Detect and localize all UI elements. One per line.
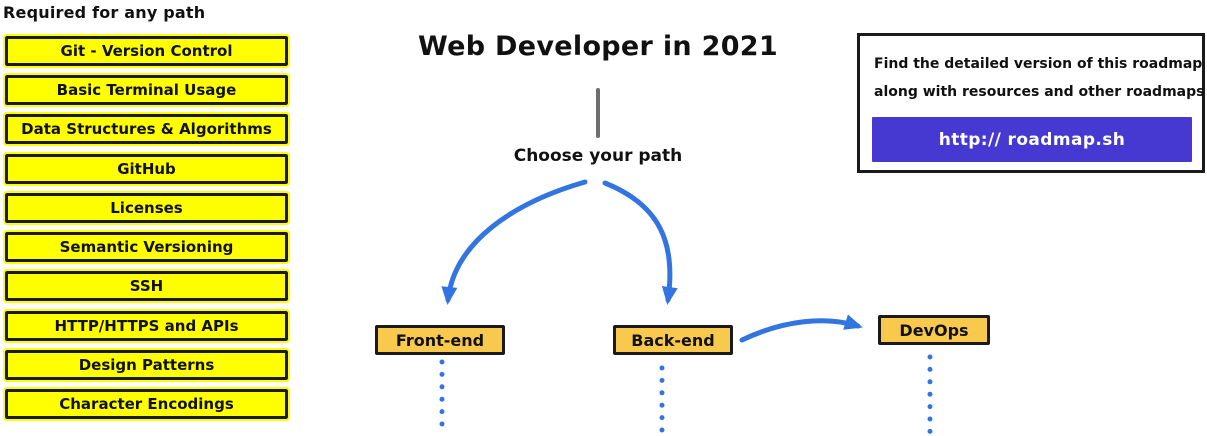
required-topic-data-structures[interactable]: Data Structures & Algorithms <box>3 112 290 146</box>
required-topic-semver[interactable]: Semantic Versioning <box>3 230 290 264</box>
required-topic-git[interactable]: Git - Version Control <box>3 34 290 68</box>
required-topic-terminal[interactable]: Basic Terminal Usage <box>3 73 290 107</box>
choose-your-path-label: Choose your path <box>513 146 683 166</box>
node-devops[interactable]: DevOps <box>878 315 990 345</box>
required-topic-ssh[interactable]: SSH <box>3 269 290 303</box>
required-topic-licenses[interactable]: Licenses <box>3 191 290 225</box>
roadmap-url-button[interactable]: http:// roadmap.sh <box>872 117 1192 162</box>
required-topic-character-encodings[interactable]: Character Encodings <box>3 387 290 421</box>
info-box: Find the detailed version of this roadma… <box>857 33 1205 173</box>
required-topic-http-apis[interactable]: HTTP/HTTPS and APIs <box>3 309 290 343</box>
node-frontend[interactable]: Front-end <box>375 325 505 355</box>
title-connector-line <box>596 88 600 138</box>
arrow-choose-to-frontend <box>441 179 588 305</box>
arrow-backend-to-devops <box>739 314 863 343</box>
required-topic-github[interactable]: GitHub <box>3 152 290 186</box>
required-path-heading: Required for any path <box>3 3 206 22</box>
arrow-choose-to-backend <box>602 180 678 305</box>
node-backend[interactable]: Back-end <box>613 325 733 355</box>
info-box-text: Find the detailed version of this roadma… <box>874 50 1204 106</box>
required-topic-design-patterns[interactable]: Design Patterns <box>3 348 290 382</box>
info-line-2: along with resources and other roadmaps <box>874 84 1205 100</box>
page-title: Web Developer in 2021 <box>418 31 778 62</box>
info-line-1: Find the detailed version of this roadma… <box>874 56 1203 72</box>
